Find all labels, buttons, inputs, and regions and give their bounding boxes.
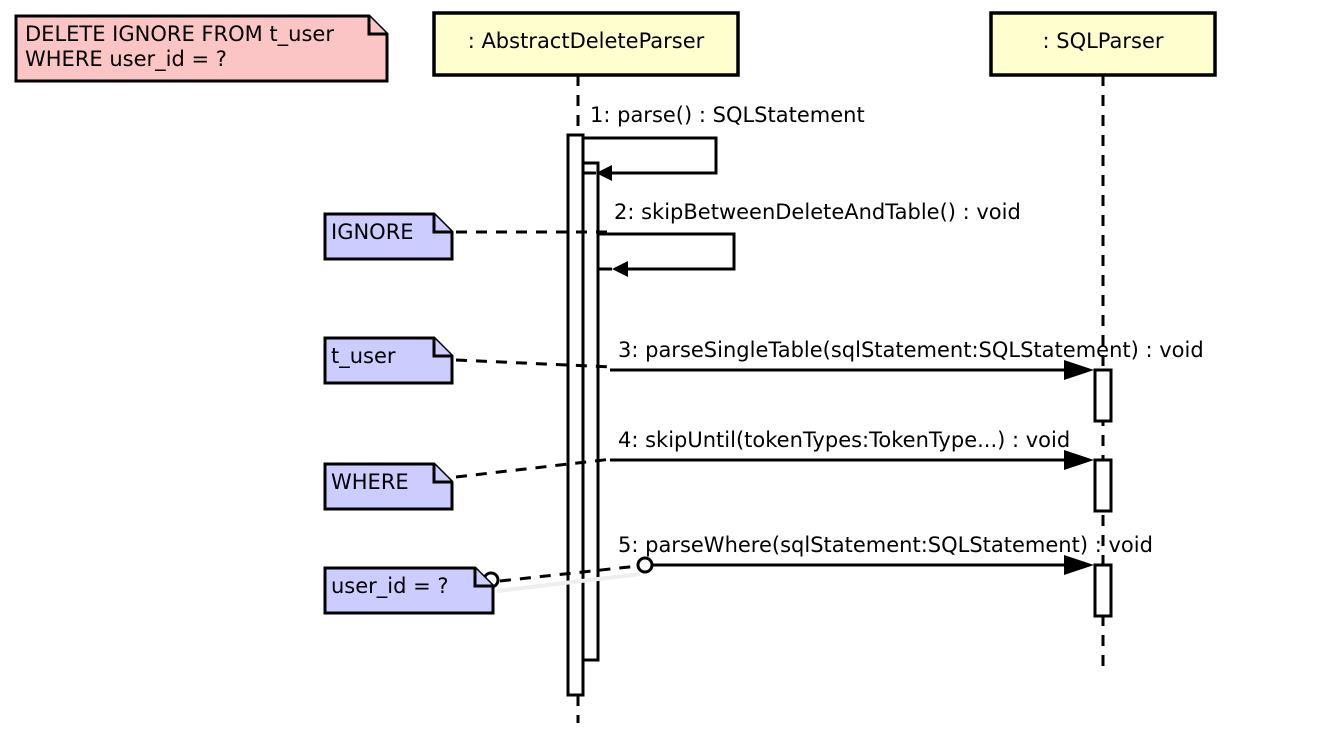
message-label-5: 5: parseWhere(sqlStatement:SQLStatement)… xyxy=(618,533,1153,557)
message-label-1: 1: parse() : SQLStatement xyxy=(590,103,865,127)
note-text-sql: DELETE IGNORE FROM t_user WHERE user_id … xyxy=(25,22,334,71)
message-arrow-5-call xyxy=(636,555,1094,575)
note-text-user-id: user_id = ? xyxy=(331,574,449,598)
note-connector-user-id xyxy=(482,564,641,593)
message-origin-circle xyxy=(636,556,654,574)
message-arrow-1-self-call xyxy=(583,136,718,181)
note-text-t-user: t_user xyxy=(331,344,396,368)
activation-bar-adp-outer xyxy=(566,133,585,697)
activation-bar-adp-inner xyxy=(581,161,600,662)
note-connector-where xyxy=(455,457,613,479)
note-connector-t-user xyxy=(455,358,613,369)
note-box-t-user[interactable] xyxy=(323,336,454,385)
participant-label-abstract-delete-parser: : AbstractDeleteParser xyxy=(467,29,705,53)
note-box-ignore[interactable] xyxy=(323,212,454,261)
message-label-2: 2: skipBetweenDeleteAndTable() : void xyxy=(614,200,1021,224)
activation-bar-sqlparser-2 xyxy=(1093,458,1113,513)
note-text-where: WHERE xyxy=(331,470,409,494)
message-label-4: 4: skipUntil(tokenTypes:TokenType...) : … xyxy=(618,428,1071,452)
participant-label-sql-parser: : SQLParser xyxy=(1042,29,1164,53)
note-box-user-id[interactable] xyxy=(323,566,495,615)
message-arrow-4-call xyxy=(610,450,1094,470)
note-box-sql[interactable] xyxy=(14,14,389,83)
activation-bar-sqlparser-1 xyxy=(1093,368,1113,423)
note-text-ignore: IGNORE xyxy=(331,220,414,244)
message-label-3: 3: parseSingleTable(sqlStatement:SQLStat… xyxy=(618,338,1204,362)
participant-box-sql-parser[interactable] xyxy=(989,11,1217,77)
participant-box-abstract-delete-parser[interactable] xyxy=(432,11,740,77)
activation-bar-sqlparser-3 xyxy=(1093,563,1113,618)
note-box-where[interactable] xyxy=(323,462,454,511)
message-arrow-3-call xyxy=(610,360,1094,380)
message-arrow-2-self-call xyxy=(598,232,736,277)
